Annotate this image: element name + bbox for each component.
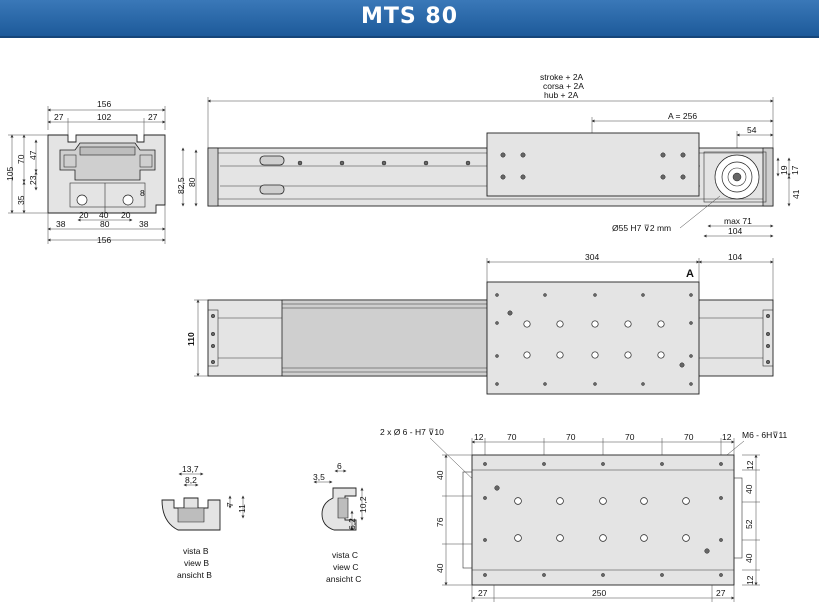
right-dim-4: 12 <box>745 575 755 585</box>
d54: 54 <box>747 125 757 135</box>
left-dim-2: 40 <box>435 563 445 573</box>
view-c-label2: view C <box>333 562 359 572</box>
end-view: 156 27 102 27 105 70 47 23 35 8 <box>5 99 166 245</box>
end-b80: 80 <box>100 219 110 229</box>
view-b: 13,7 8,2 7 11 vista B view B ansicht B <box>161 464 247 580</box>
view-b-h11: 11 <box>237 504 247 513</box>
plate-note-right: M6 - 6H⊽11 <box>742 430 788 440</box>
side-d19: 19 <box>779 165 789 175</box>
right-dim-1: 40 <box>744 484 754 494</box>
top-d304: 304 <box>585 252 599 262</box>
side-d41: 41 <box>791 189 801 199</box>
end-left-top: 27 <box>54 112 64 122</box>
plate-holes <box>483 462 723 577</box>
view-c-h102: 10,2 <box>358 496 368 513</box>
right-dim-0: 12 <box>745 460 755 470</box>
stroke-line2: corsa + 2A <box>543 81 584 91</box>
top-dim-0: 12 <box>474 432 484 442</box>
plate-note-left: 2 x Ø 6 - H7 ⊽10 <box>380 427 444 437</box>
label-a: A <box>686 268 694 280</box>
view-b-w137: 13,7 <box>182 464 199 474</box>
left-dim-0: 40 <box>435 470 445 480</box>
view-b-label1: vista B <box>183 546 209 556</box>
view-b-label2: view B <box>184 558 209 568</box>
view-c-label3: ansicht C <box>326 574 361 584</box>
view-b-w82: 8,2 <box>185 475 197 485</box>
end-h8: 8 <box>140 188 145 198</box>
end-width-top: 156 <box>97 99 111 109</box>
top-dim-1: 70 <box>507 432 517 442</box>
end-b20b: 20 <box>121 210 131 220</box>
plate-view: 2 x Ø 6 - H7 ⊽10 M6 - 6H⊽11 12 70 70 70 … <box>380 427 788 602</box>
view-c-w35: 3,5 <box>313 472 325 482</box>
left-dim-1: 76 <box>435 517 445 527</box>
end-h23: 23 <box>28 175 38 185</box>
side-h80: 80 <box>187 177 197 187</box>
view-c-h62: 6,2 <box>347 518 357 530</box>
view-c-label1: vista C <box>332 550 358 560</box>
stroke-line1: stroke + 2A <box>540 72 584 82</box>
end-b20a: 20 <box>79 210 89 220</box>
top-dim-4: 70 <box>684 432 694 442</box>
technical-drawing: 156 27 102 27 105 70 47 23 35 8 <box>5 72 801 602</box>
top-dim-2: 70 <box>566 432 576 442</box>
header-banner: MTS 80 <box>0 0 819 38</box>
bottom-dim-2: 27 <box>716 588 726 598</box>
max71: max 71 <box>724 216 752 226</box>
a-dim: A = 256 <box>668 111 697 121</box>
side-view: stroke + 2A corsa + 2A hub + 2A A = 256 … <box>176 72 801 238</box>
side-d17: 17 <box>790 165 800 175</box>
top-h110: 110 <box>186 332 196 346</box>
view-b-label3: ansicht B <box>177 570 212 580</box>
top-d104: 104 <box>728 252 742 262</box>
end-right-top: 27 <box>148 112 158 122</box>
top-plate-holes <box>495 293 693 386</box>
side-h82: 82,5 <box>176 177 186 194</box>
end-width-bottom: 156 <box>97 235 111 245</box>
right-dim-3: 40 <box>744 553 754 563</box>
stroke-line3: hub + 2A <box>544 90 579 100</box>
end-height-total: 105 <box>5 167 15 181</box>
end-b40: 40 <box>99 210 109 220</box>
top-dim-5: 12 <box>722 432 732 442</box>
view-c-w6: 6 <box>337 461 342 471</box>
top-dim-3: 70 <box>625 432 635 442</box>
end-inner-top: 102 <box>97 112 111 122</box>
top-view: 304 104 A <box>186 252 774 395</box>
page-title: MTS 80 <box>360 4 459 29</box>
bottom-dim-1: 250 <box>592 588 606 598</box>
end-h35: 35 <box>16 195 26 205</box>
view-c: 6 3,5 10,2 6,2 vista C view C ansicht C <box>313 461 368 584</box>
right-dim-2: 52 <box>744 519 754 529</box>
end-h70: 70 <box>16 154 26 164</box>
end-b38a: 38 <box>56 219 66 229</box>
rail-holes <box>297 160 471 166</box>
side-d104: 104 <box>728 226 742 236</box>
bore-note: Ø55 H7 ⊽2 mm <box>612 223 671 233</box>
view-b-h7: 7 <box>225 502 235 507</box>
end-b38b: 38 <box>139 219 149 229</box>
end-h47: 47 <box>28 150 38 160</box>
bottom-dim-0: 27 <box>478 588 488 598</box>
